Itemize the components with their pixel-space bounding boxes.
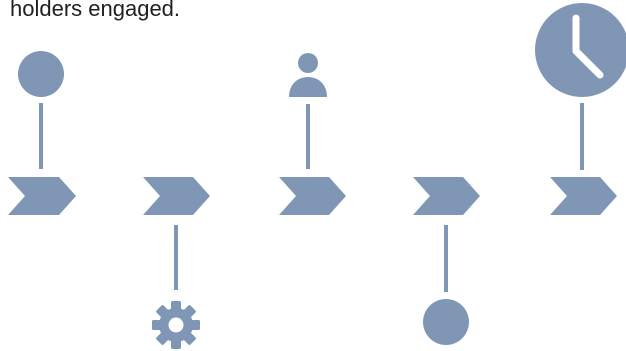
chevron-arrow	[8, 177, 76, 215]
timeline-step-3	[279, 53, 346, 215]
chevron-arrow	[413, 177, 480, 215]
circle-icon	[423, 299, 469, 345]
timeline-step-2	[143, 177, 210, 349]
timeline-step-4	[413, 177, 480, 345]
gear-icon	[152, 301, 200, 349]
clock-icon	[535, 3, 626, 97]
chevron-arrow	[279, 177, 346, 215]
timeline-step-5	[535, 3, 626, 215]
timeline-step-1	[8, 51, 76, 215]
person-icon	[289, 53, 327, 97]
circle-icon	[18, 51, 64, 97]
chevron-arrow	[143, 177, 210, 215]
caption-text: holders engaged.	[10, 0, 181, 21]
chevron-arrow	[550, 177, 617, 215]
